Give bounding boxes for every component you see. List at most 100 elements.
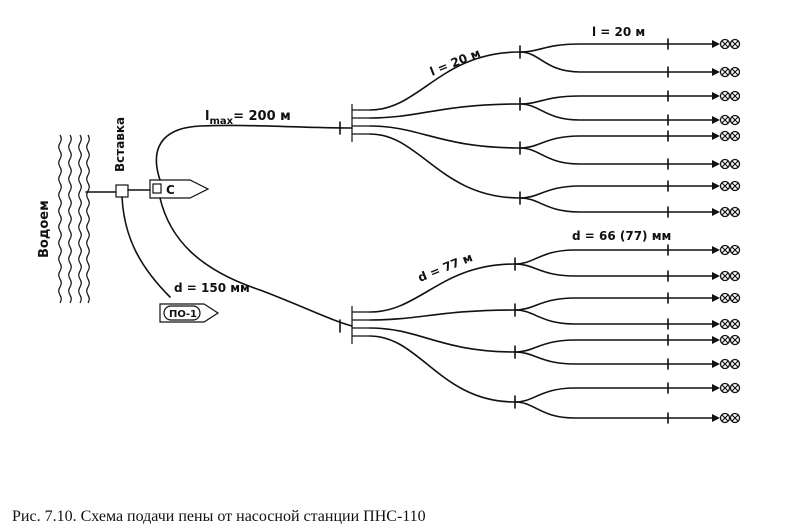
top-nozzle-cross-1-2-2 xyxy=(731,68,739,76)
top-arrow-4-1 xyxy=(712,182,720,190)
bottom-arrow-4-1 xyxy=(712,384,720,392)
manifold-top xyxy=(351,104,370,142)
top-trunk-4 xyxy=(369,133,521,199)
nozzle-diameter-label: d = 66 (77) мм xyxy=(572,229,671,243)
manifold-bottom xyxy=(351,306,370,344)
top-arrow-4-2 xyxy=(712,208,720,216)
top-branch-4-2 xyxy=(519,197,715,213)
top-arrow-2-2 xyxy=(712,116,720,124)
top-branch-2-2 xyxy=(519,103,715,121)
bottom-arrow-2-1 xyxy=(712,294,720,302)
bottom-nozzle-cross-2-2-1 xyxy=(721,320,729,328)
top-nozzle-cross-2-2-1 xyxy=(721,116,729,124)
insert-box xyxy=(115,184,129,198)
bottom-trunk-4 xyxy=(369,335,516,403)
bottom-nozzle-cross-2-1-2 xyxy=(731,294,739,302)
bottom-nozzle-cross-3-2-1 xyxy=(721,360,729,368)
insert-label: Вставка xyxy=(113,117,127,172)
bottom-nozzle-cross-3-1-1 xyxy=(721,336,729,344)
top-nozzle-cross-4-2-2 xyxy=(731,208,739,216)
top-nozzle-cross-3-1-1 xyxy=(721,132,729,140)
top-trunk-3 xyxy=(369,125,521,149)
top-nozzle-cross-3-2-1 xyxy=(721,160,729,168)
bottom-branch-4-1 xyxy=(514,387,715,403)
bottom-trunk-2 xyxy=(369,309,516,321)
bottom-nozzle-cross-3-1-2 xyxy=(731,336,739,344)
trailer-label: ПО-1 xyxy=(169,309,197,320)
bottom-nozzle-cross-1-1-2 xyxy=(731,246,739,254)
top-arrow-2-1 xyxy=(712,92,720,100)
bottom-nozzle-cross-1-2-2 xyxy=(731,272,739,280)
bottom-arrow-3-1 xyxy=(712,336,720,344)
bottom-nozzle-cross-2-1-1 xyxy=(721,294,729,302)
top-nozzle-cross-1-1-2 xyxy=(731,40,739,48)
water-wave-line-1 xyxy=(58,134,62,304)
top-nozzle-cross-3-1-2 xyxy=(731,132,739,140)
bottom-nozzle-cross-2-2-2 xyxy=(731,320,739,328)
suction-diameter-label: d = 150 мм xyxy=(174,281,250,295)
bottom-arrow-1-1 xyxy=(712,246,720,254)
bottom-nozzle-cross-4-1-2 xyxy=(731,384,739,392)
top-branch-1-1 xyxy=(519,43,715,53)
top-nozzle-cross-2-1-1 xyxy=(721,92,729,100)
bottom-nozzle-cross-4-2-1 xyxy=(721,414,729,422)
distance-label-top-right: l = 20 м xyxy=(592,25,645,39)
main-hose-bottom xyxy=(159,197,353,327)
branch-lines xyxy=(369,38,741,424)
top-nozzle-cross-4-1-1 xyxy=(721,182,729,190)
top-nozzle-cross-4-1-2 xyxy=(731,182,739,190)
top-branch-2-1 xyxy=(519,95,715,105)
top-trunk-1 xyxy=(369,51,521,111)
bottom-trunk-3 xyxy=(369,327,516,353)
bottom-nozzle-cross-4-2-2 xyxy=(731,414,739,422)
pump-station-symbol xyxy=(149,179,210,199)
diameter-label-mid: d = 77 м xyxy=(416,250,475,285)
bottom-arrow-2-2 xyxy=(712,320,720,328)
bottom-branch-2-2 xyxy=(514,309,715,325)
top-branch-4-1 xyxy=(519,185,715,199)
top-nozzle-cross-1-1-1 xyxy=(721,40,729,48)
top-arrow-1-2 xyxy=(712,68,720,76)
top-nozzle-cross-3-2-2 xyxy=(731,160,739,168)
bottom-branch-4-2 xyxy=(514,401,715,419)
bottom-nozzle-cross-1-2-1 xyxy=(721,272,729,280)
trailer-label-box xyxy=(163,305,201,321)
water-body-label: Водоем xyxy=(37,200,52,258)
foam-trailer-symbol xyxy=(159,303,220,323)
distance-label-top: l = 20 м xyxy=(428,46,483,79)
bottom-nozzle-cross-4-1-1 xyxy=(721,384,729,392)
water-wave-line-2 xyxy=(68,134,72,304)
bottom-arrow-1-2 xyxy=(712,272,720,280)
top-trunk-2 xyxy=(369,103,521,119)
bottom-arrow-4-2 xyxy=(712,414,720,422)
bottom-nozzle-cross-3-2-2 xyxy=(731,360,739,368)
top-nozzle-cross-2-1-2 xyxy=(731,92,739,100)
trailer-hose xyxy=(121,196,171,298)
bottom-branch-3-1 xyxy=(514,339,715,353)
bottom-branch-3-2 xyxy=(514,351,715,365)
top-nozzle-cross-2-2-2 xyxy=(731,116,739,124)
bottom-branch-1-1 xyxy=(514,249,715,265)
station-label: С xyxy=(166,183,175,197)
hose-max-length-label: lmax= 200 м xyxy=(205,109,291,127)
water-body-waves xyxy=(58,134,90,304)
top-branch-3-2 xyxy=(519,147,715,165)
figure-caption: Рис. 7.10. Схема подачи пены от насосной… xyxy=(12,508,426,525)
bottom-branch-1-2 xyxy=(514,263,715,277)
bottom-branch-2-1 xyxy=(514,297,715,311)
water-wave-line-4 xyxy=(86,134,90,304)
bottom-arrow-3-2 xyxy=(712,360,720,368)
station-inlet-box xyxy=(152,183,162,194)
top-arrow-1-1 xyxy=(712,40,720,48)
main-hose-top xyxy=(155,124,353,181)
bottom-trunk-1 xyxy=(369,263,516,313)
bottom-nozzle-cross-1-1-1 xyxy=(721,246,729,254)
top-branch-1-2 xyxy=(519,51,715,73)
top-nozzle-cross-1-2-1 xyxy=(721,68,729,76)
water-wave-line-3 xyxy=(78,134,82,304)
top-branch-3-1 xyxy=(519,135,715,149)
top-arrow-3-1 xyxy=(712,132,720,140)
top-arrow-3-2 xyxy=(712,160,720,168)
